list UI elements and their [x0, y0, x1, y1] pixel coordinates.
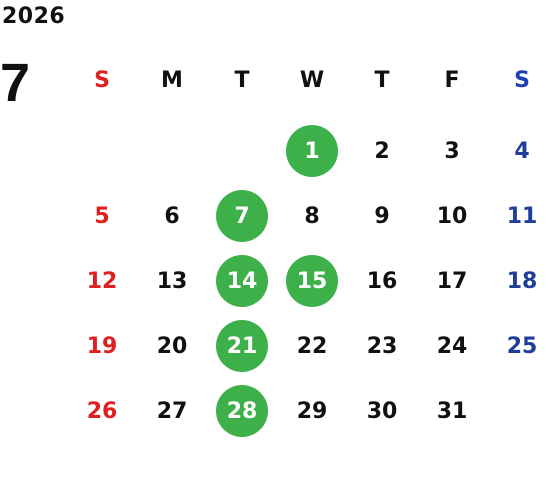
- calendar-day-cell[interactable]: 27: [137, 381, 207, 441]
- calendar-year: 2026: [2, 4, 66, 29]
- calendar-day-cell[interactable]: 22: [277, 316, 347, 376]
- calendar-day: 18: [506, 268, 538, 294]
- calendar-day-cell[interactable]: 17: [417, 251, 487, 311]
- calendar-day: 23: [366, 333, 398, 359]
- calendar-day-cell[interactable]: 7: [207, 186, 277, 246]
- calendar-day: 3: [444, 138, 460, 164]
- weekday-thursday: T: [374, 67, 390, 93]
- calendar-day-cell[interactable]: 19: [67, 316, 137, 376]
- calendar-day-cell[interactable]: 10: [417, 186, 487, 246]
- calendar-day: 30: [366, 398, 398, 424]
- calendar-day-cell[interactable]: 11: [487, 186, 548, 246]
- calendar-empty-cell: [67, 121, 137, 181]
- calendar-day-cell[interactable]: 2: [347, 121, 417, 181]
- calendar-day: 24: [436, 333, 468, 359]
- calendar-day-empty: [496, 385, 548, 437]
- calendar-day-cell[interactable]: 13: [137, 251, 207, 311]
- calendar-day: 25: [506, 333, 538, 359]
- calendar-day-empty: [76, 125, 128, 177]
- calendar-day: 10: [436, 203, 468, 229]
- calendar-day-highlighted: 21: [216, 320, 268, 372]
- calendar-day: 9: [374, 203, 390, 229]
- weekday-sunday: S: [94, 67, 110, 93]
- calendar-day-highlighted: 28: [216, 385, 268, 437]
- calendar-day: 6: [164, 203, 180, 229]
- calendar-day: 12: [86, 268, 118, 294]
- calendar-day-cell[interactable]: 1: [277, 121, 347, 181]
- calendar-day-cell[interactable]: 18: [487, 251, 548, 311]
- calendar-day: 8: [304, 203, 320, 229]
- calendar-day-cell[interactable]: 9: [347, 186, 417, 246]
- calendar-day-cell[interactable]: 20: [137, 316, 207, 376]
- calendar-day: 22: [296, 333, 328, 359]
- calendar-day-cell[interactable]: 16: [347, 251, 417, 311]
- calendar-month: 7: [0, 53, 31, 113]
- calendar-day: 16: [366, 268, 398, 294]
- calendar-day: 11: [506, 203, 538, 229]
- calendar-day: 5: [94, 203, 110, 229]
- calendar-day-cell[interactable]: 30: [347, 381, 417, 441]
- calendar-day: 13: [156, 268, 188, 294]
- calendar-day-cell[interactable]: 26: [67, 381, 137, 441]
- calendar-day-cell[interactable]: 5: [67, 186, 137, 246]
- calendar-day-cell[interactable]: 21: [207, 316, 277, 376]
- calendar-day: 27: [156, 398, 188, 424]
- calendar-day-highlighted: 15: [286, 255, 338, 307]
- calendar-day-cell[interactable]: 28: [207, 381, 277, 441]
- calendar-day-empty: [216, 125, 268, 177]
- weekday-monday: M: [161, 67, 183, 93]
- calendar-day-cell[interactable]: 24: [417, 316, 487, 376]
- calendar-day: 26: [86, 398, 118, 424]
- calendar-day-empty: [146, 125, 198, 177]
- calendar-empty-cell: [137, 121, 207, 181]
- calendar-day-cell[interactable]: 23: [347, 316, 417, 376]
- calendar-empty-cell: [487, 381, 548, 441]
- calendar-day-cell[interactable]: 6: [137, 186, 207, 246]
- calendar-day: 31: [436, 398, 468, 424]
- calendar-day-highlighted: 7: [216, 190, 268, 242]
- weekday-header: S M T W T F S: [67, 62, 548, 98]
- calendar-day-cell[interactable]: 4: [487, 121, 548, 181]
- calendar-day-cell[interactable]: 15: [277, 251, 347, 311]
- weekday-friday: F: [444, 67, 460, 93]
- calendar-day-cell[interactable]: 14: [207, 251, 277, 311]
- calendar-day-cell[interactable]: 8: [277, 186, 347, 246]
- calendar-empty-cell: [207, 121, 277, 181]
- calendar-day-cell[interactable]: 3: [417, 121, 487, 181]
- calendar-day-cell[interactable]: 25: [487, 316, 548, 376]
- calendar-day: 19: [86, 333, 118, 359]
- calendar-day: 17: [436, 268, 468, 294]
- calendar-day: 2: [374, 138, 390, 164]
- calendar-day: 20: [156, 333, 188, 359]
- calendar-day-cell[interactable]: 12: [67, 251, 137, 311]
- calendar-day: 29: [296, 398, 328, 424]
- calendar-day-highlighted: 1: [286, 125, 338, 177]
- calendar-day-cell[interactable]: 31: [417, 381, 487, 441]
- calendar-day-highlighted: 14: [216, 255, 268, 307]
- weekday-tuesday: T: [234, 67, 250, 93]
- calendar-day-cell[interactable]: 29: [277, 381, 347, 441]
- weekday-saturday: S: [514, 67, 530, 93]
- calendar-day: 4: [514, 138, 530, 164]
- weekday-wednesday: W: [299, 67, 325, 93]
